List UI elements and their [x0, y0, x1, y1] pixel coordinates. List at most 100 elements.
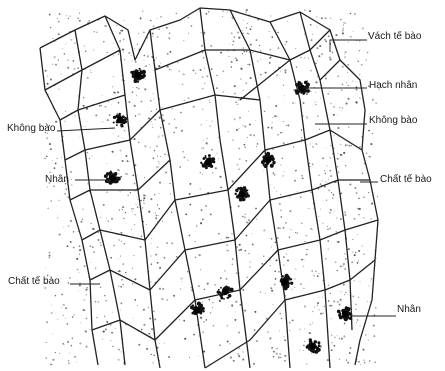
stipple-dot [344, 268, 346, 270]
stipple-dot [312, 322, 313, 323]
stipple-dot [248, 219, 250, 221]
stipple-dot [273, 351, 275, 353]
stipple-dot [124, 80, 125, 81]
stipple-dot [341, 193, 343, 195]
stipple-dot [309, 166, 310, 167]
stipple-dot [206, 120, 207, 121]
stipple-dot [289, 197, 290, 198]
stipple-dot [158, 65, 160, 67]
stipple-dot [304, 341, 305, 342]
stipple-dot [226, 244, 228, 246]
stipple-dot [96, 317, 97, 318]
label-nucleolus: Hạch nhân [369, 80, 417, 92]
stipple-dot [250, 77, 252, 79]
stipple-dot [164, 257, 166, 259]
stipple-dot [267, 150, 268, 151]
stipple-dot [202, 108, 203, 109]
stipple-dot [124, 243, 125, 244]
stipple-dot [296, 66, 297, 67]
stipple-dot [120, 30, 121, 31]
stipple-dot [193, 334, 195, 336]
stipple-dot [256, 146, 257, 147]
stipple-dot [50, 79, 52, 81]
stipple-dot [210, 45, 212, 47]
stipple-dot [212, 307, 213, 308]
stipple-dot [354, 218, 356, 220]
stipple-dot [245, 235, 247, 237]
stipple-dot [340, 19, 342, 21]
stipple-dot [111, 104, 112, 105]
stipple-dot [73, 247, 75, 249]
stipple-dot [276, 259, 278, 261]
stipple-dot [368, 156, 369, 157]
stipple-dot [235, 301, 237, 303]
stipple-dot [257, 143, 259, 145]
nucleus-blob [337, 306, 353, 321]
stipple-dot [310, 324, 311, 325]
stipple-dot [280, 357, 281, 358]
stipple-dot [189, 183, 191, 185]
stipple-dot [253, 134, 255, 136]
nucleus-dot [349, 317, 352, 320]
stipple-dot [204, 289, 205, 290]
stipple-dot [104, 295, 105, 296]
stipple-dot [279, 228, 280, 229]
stipple-dot [66, 189, 67, 190]
stipple-dot [184, 338, 186, 340]
stipple-dot [45, 357, 47, 359]
stipple-dot [143, 197, 145, 199]
stipple-dot [303, 287, 305, 289]
stipple-dot [206, 142, 208, 144]
stipple-dot [167, 53, 169, 55]
nucleus-dot [201, 309, 204, 312]
stipple-dot [144, 177, 145, 178]
stipple-dot [113, 43, 114, 44]
stipple-dot [238, 331, 240, 333]
stipple-dot [318, 174, 319, 175]
stipple-dot [286, 41, 288, 43]
stipple-dot [369, 360, 370, 361]
stipple-dot [138, 114, 139, 115]
stipple-dot [118, 239, 119, 240]
stipple-dot [243, 125, 244, 126]
stipple-dot [57, 18, 58, 19]
stipple-dot [80, 136, 81, 137]
stipple-dot [295, 103, 296, 104]
stipple-dot [299, 349, 300, 350]
nucleus-blob [200, 154, 215, 169]
stipple-dot [368, 340, 369, 341]
stipple-dot [236, 59, 238, 61]
stipple-dot [137, 305, 138, 306]
stipple-dot [49, 252, 51, 254]
stipple-dot [212, 172, 213, 173]
stipple-dot [295, 268, 296, 269]
stipple-dot [303, 116, 304, 117]
stipple-dot [125, 173, 127, 175]
stipple-dot [284, 355, 286, 357]
stipple-dot [239, 348, 240, 349]
stipple-dot [120, 256, 121, 257]
stipple-dot [228, 131, 229, 132]
nucleus-dot [220, 287, 222, 289]
nucleus-dot [314, 350, 318, 354]
stipple-dot [46, 342, 47, 343]
stipple-dot [145, 195, 146, 196]
stipple-dot [247, 137, 248, 138]
nucleus-dot [204, 165, 206, 167]
stipple-dot [121, 351, 122, 352]
stipple-dot [322, 297, 323, 298]
stipple-dot [331, 342, 332, 343]
stipple-dot [263, 170, 264, 171]
stipple-dot [285, 72, 287, 74]
stipple-dot [99, 105, 101, 107]
stipple-dot [118, 54, 119, 55]
stipple-dot [358, 198, 360, 200]
stipple-dot [359, 146, 360, 147]
stipple-dot [303, 266, 304, 267]
stipple-dot [331, 305, 333, 307]
stipple-dot [328, 189, 330, 191]
stipple-dot [72, 338, 73, 339]
stipple-dot [369, 156, 371, 158]
stipple-dot [140, 127, 141, 128]
stipple-dot [100, 245, 102, 247]
